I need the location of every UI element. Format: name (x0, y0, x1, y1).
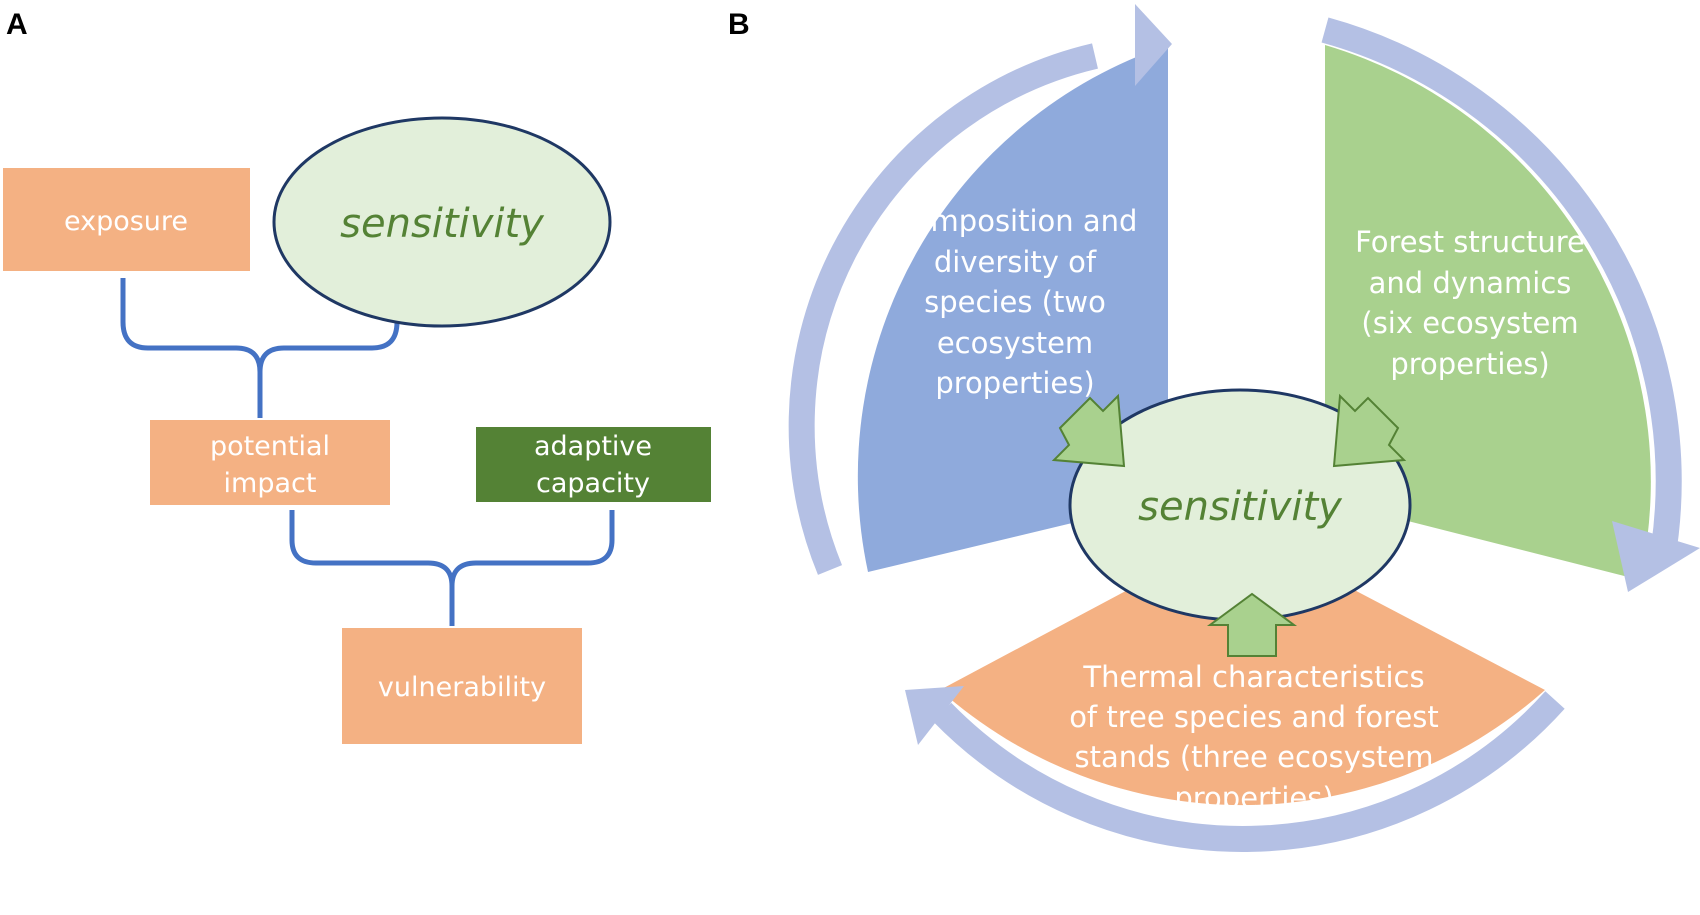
green-segment (1325, 45, 1651, 580)
structure-line-2: and dynamics (1369, 266, 1572, 300)
exposure-box (3, 168, 250, 271)
cycle-arrow-right-head (1612, 521, 1700, 592)
composition-line-5: properties) (935, 366, 1094, 400)
structure-text: Forest structure and dynamics (six ecosy… (1355, 225, 1585, 381)
cycle-arrow-left (788, 43, 1098, 575)
potential-impact-box (150, 420, 390, 505)
structure-line-4: properties) (1390, 347, 1549, 381)
arrow-from-composition (1051, 393, 1126, 468)
arrow-from-structure (1332, 393, 1407, 468)
sensitivity-label-a: sensitivity (340, 201, 545, 247)
cycle-arrow-bottom (932, 691, 1565, 852)
thermal-text: Thermal characteristics of tree species … (1069, 660, 1439, 815)
structure-line-1: Forest structure (1355, 225, 1585, 259)
adaptive-capacity-box (476, 427, 711, 502)
panel-b-label: B (728, 8, 750, 41)
thermal-line-3: stands (three ecosystem (1075, 740, 1434, 774)
sensitivity-ellipse-a (272, 116, 612, 328)
exposure-label: exposure (64, 206, 188, 237)
sensitivity-label-b: sensitivity (1138, 484, 1343, 530)
thermal-line-2: of tree species and forest (1069, 700, 1439, 734)
panel-a: A exposure sensitivity potential impact … (3, 8, 711, 744)
composition-line-4: ecosystem (937, 326, 1093, 360)
panel-a-label: A (6, 8, 28, 41)
composition-text: Composition and diversity of species (tw… (893, 204, 1138, 400)
composition-line-2: diversity of (934, 245, 1097, 279)
composition-line-1: Composition and (893, 204, 1138, 238)
arrow-from-thermal (1206, 592, 1298, 657)
cycle-arrow-bottom-head (905, 686, 964, 745)
thermal-line-4: properties) (1174, 781, 1333, 815)
orange-segment (940, 530, 1545, 806)
adaptive-capacity-line-2: capacity (536, 468, 650, 499)
potential-impact-line-1: potential (210, 431, 330, 462)
cycle-arrow-left-head (1135, 4, 1172, 86)
potential-impact-line-2: impact (224, 468, 317, 499)
adaptive-capacity-line-1: adaptive (534, 431, 652, 462)
cycle-arrow-right (1321, 17, 1682, 563)
vulnerability-label: vulnerability (378, 672, 546, 703)
brace-impact-capacity (289, 510, 615, 587)
vulnerability-box (342, 628, 582, 744)
structure-line-3: (six ecosystem (1361, 306, 1578, 340)
thermal-line-1: Thermal characteristics (1082, 660, 1424, 694)
composition-line-3: species (two (924, 285, 1106, 319)
panel-b: B sensitivity Composition and diversity … (728, 4, 1700, 852)
